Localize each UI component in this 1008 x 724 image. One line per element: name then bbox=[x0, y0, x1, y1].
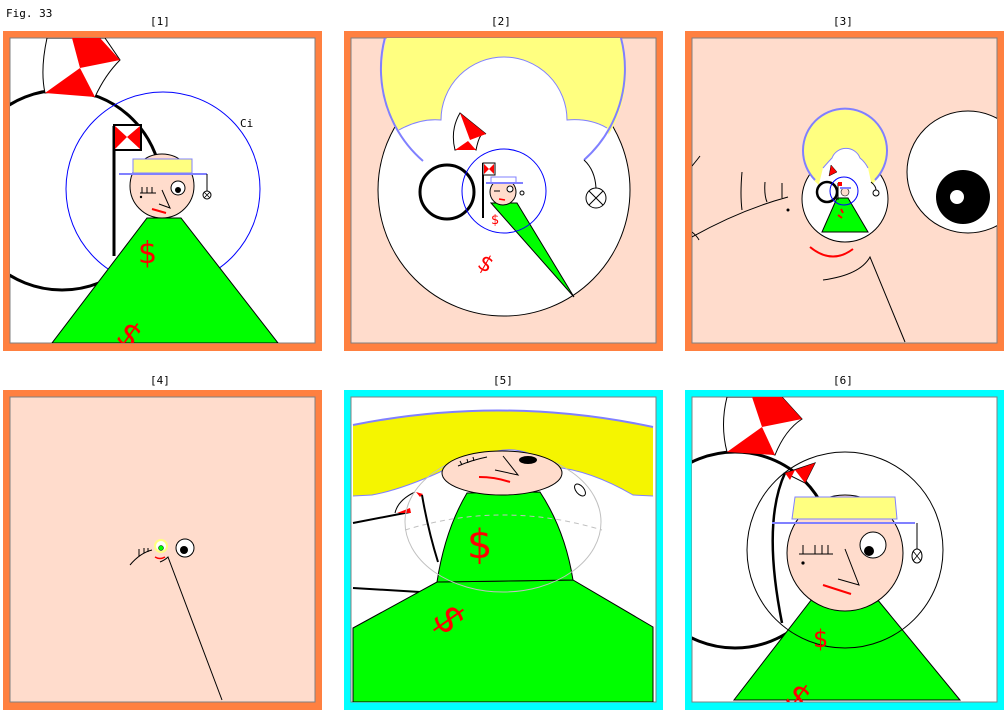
ear-string bbox=[583, 159, 597, 189]
small-circle bbox=[418, 163, 476, 221]
closed-eye bbox=[140, 187, 156, 194]
mouth bbox=[478, 476, 511, 483]
pupil bbox=[519, 456, 537, 464]
ear-ornament-icon bbox=[202, 190, 212, 200]
mole bbox=[786, 208, 790, 212]
figure-label: Fig. 33 bbox=[6, 7, 52, 20]
green-body bbox=[821, 197, 869, 233]
nose bbox=[837, 548, 860, 586]
umbrella-icon bbox=[397, 508, 411, 513]
hat-brim-yellow bbox=[353, 410, 653, 496]
dollar-sign: $ bbox=[491, 213, 499, 228]
green-body-upper bbox=[436, 491, 574, 583]
dollar-sign: $ bbox=[813, 625, 828, 653]
closed-eye bbox=[457, 456, 488, 467]
dollar-sign-marks bbox=[837, 208, 844, 219]
panel-2-label: [2] bbox=[491, 15, 511, 28]
mole bbox=[139, 195, 143, 199]
helmet-circle bbox=[829, 176, 859, 206]
nose bbox=[158, 189, 171, 209]
pupil bbox=[180, 546, 188, 554]
circle-edge bbox=[352, 511, 421, 593]
mouth bbox=[822, 584, 852, 595]
mouth bbox=[151, 208, 167, 214]
flag-icon bbox=[482, 162, 496, 176]
panel-6-label: [6] bbox=[833, 374, 853, 387]
nose bbox=[159, 556, 223, 701]
nose bbox=[494, 455, 520, 476]
helmet-circle bbox=[746, 451, 944, 649]
ear-ornament-icon bbox=[585, 187, 607, 209]
dome-equator bbox=[404, 514, 603, 531]
flag-pole bbox=[771, 472, 787, 624]
panel-6: [6] bbox=[685, 374, 1004, 710]
ear-string bbox=[870, 181, 877, 191]
panel-4: [4] bbox=[3, 374, 322, 710]
closed-eye-lashes bbox=[692, 155, 789, 241]
umbrella-icon bbox=[723, 397, 803, 456]
hat-brim-outline bbox=[352, 409, 654, 428]
helmet-circle bbox=[461, 148, 547, 234]
panel-5-label: [5] bbox=[493, 374, 513, 387]
panel-3-label: [3] bbox=[833, 15, 853, 28]
pupil-highlight bbox=[950, 190, 964, 204]
small-circle bbox=[815, 180, 839, 204]
ear-ornament-icon bbox=[911, 548, 923, 564]
panel-5: [5] $ $ bbox=[344, 374, 663, 710]
yellow-disc-outline bbox=[802, 107, 888, 181]
umbrella-edge bbox=[394, 491, 416, 514]
yellow-disc-outline bbox=[380, 38, 626, 162]
panel-1-label: [1] bbox=[150, 15, 170, 28]
mouth bbox=[809, 246, 854, 258]
umbrella-icon bbox=[42, 38, 121, 98]
cloud-outline bbox=[822, 147, 869, 169]
hat bbox=[132, 158, 193, 174]
umbrella-icon bbox=[828, 164, 838, 177]
nose bbox=[822, 255, 906, 343]
flag-icon bbox=[113, 124, 142, 151]
hat bbox=[791, 496, 898, 520]
green-body bbox=[51, 217, 279, 343]
open-eye bbox=[506, 185, 514, 193]
umbrella-icon bbox=[452, 112, 487, 151]
panel-3: [3] bbox=[685, 15, 1004, 351]
ear-ornament-icon bbox=[574, 483, 586, 497]
mole bbox=[801, 561, 805, 565]
cloud-shape bbox=[815, 148, 875, 200]
panel-1: [1] Ci bbox=[3, 15, 322, 351]
open-eye bbox=[859, 531, 887, 559]
mouth bbox=[154, 556, 166, 560]
panel-2: [2] bbox=[344, 15, 663, 351]
pupil bbox=[175, 187, 181, 193]
pupil bbox=[864, 546, 874, 556]
ear-ornament-icon bbox=[519, 190, 525, 196]
panel-4-label: [4] bbox=[150, 374, 170, 387]
dollar-sign: $ bbox=[467, 522, 492, 568]
circle-annotation: Ci bbox=[240, 117, 253, 130]
closed-eye bbox=[799, 545, 833, 555]
closed-eye-lashes bbox=[129, 548, 153, 566]
cloud-outline bbox=[398, 56, 608, 131]
dollar-sign: $ bbox=[138, 236, 157, 271]
head bbox=[441, 450, 563, 496]
mouth bbox=[498, 198, 506, 201]
head bbox=[840, 187, 850, 197]
flag-pole bbox=[421, 494, 439, 563]
flag-icon bbox=[838, 182, 842, 186]
tiny-figure bbox=[158, 545, 164, 551]
flag-icon bbox=[783, 462, 816, 484]
